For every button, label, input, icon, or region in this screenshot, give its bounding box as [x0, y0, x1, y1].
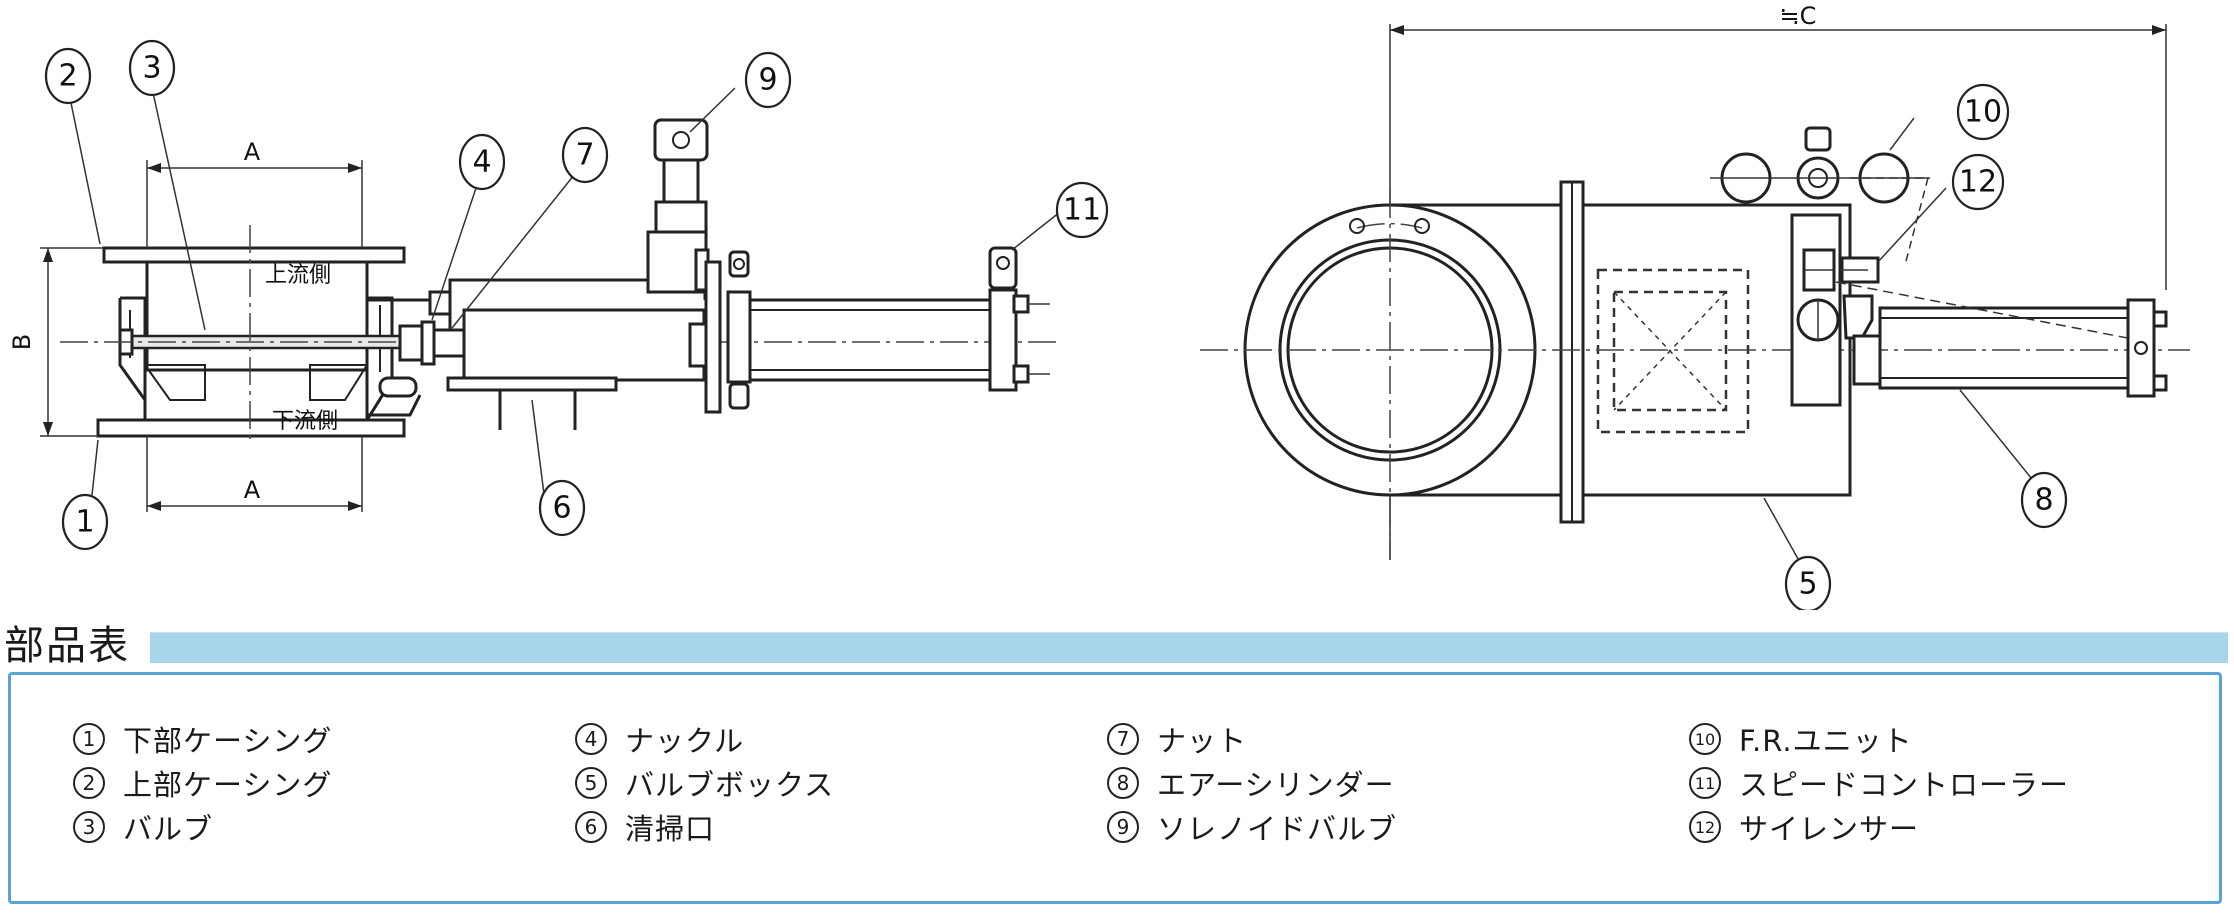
part-number: 4	[575, 723, 607, 755]
part-name: ナックル	[625, 724, 745, 758]
dimension-b: B	[8, 334, 36, 350]
part-name: サイレンサー	[1739, 812, 1920, 846]
part-name: 下部ケーシング	[123, 724, 333, 758]
svg-text:2: 2	[58, 59, 77, 94]
dimension-c: ≒C	[1780, 2, 1817, 30]
svg-text:10: 10	[1964, 95, 2002, 130]
part-name: バルブボックス	[625, 768, 835, 802]
callout-10: 10	[1956, 83, 2010, 141]
callout-1: 1	[61, 493, 109, 551]
part-item: 5 バルブボックス	[575, 761, 834, 805]
part-item: 8 エアーシリンダー	[1107, 761, 1397, 805]
title-accent-bar	[150, 632, 2228, 663]
part-number: 5	[575, 767, 607, 799]
parts-column-1: 1 下部ケーシング 2 上部ケーシング 3 バルブ	[73, 717, 332, 849]
svg-text:1: 1	[75, 505, 94, 540]
part-number: 2	[73, 767, 105, 799]
front-air-cylinder	[1878, 306, 2132, 390]
callout-3: 3	[128, 39, 176, 97]
svg-text:8: 8	[2034, 483, 2053, 518]
part-name: 清掃口	[625, 812, 716, 846]
cleaning-port	[446, 376, 618, 392]
knuckle	[398, 324, 424, 362]
callout-9: 9	[744, 51, 792, 109]
callout-5: 5	[1784, 555, 1832, 610]
part-name: 上部ケーシング	[123, 768, 333, 802]
part-name: ナット	[1157, 724, 1248, 758]
technical-drawing: A A B 上流側 下流側 ≒C	[8, 2, 2190, 610]
solenoid-block	[653, 118, 709, 162]
part-name: スピードコントローラー	[1739, 768, 2070, 802]
svg-text:11: 11	[1063, 193, 1101, 228]
part-item: 11 スピードコントローラー	[1689, 761, 2069, 805]
svg-text:9: 9	[758, 63, 777, 98]
parts-column-2: 4 ナックル 5 バルブボックス 6 清掃口	[575, 717, 834, 849]
callout-11: 11	[1055, 181, 1109, 239]
part-name: F.R.ユニット	[1739, 724, 1913, 758]
svg-text:5: 5	[1798, 567, 1817, 602]
side-view: A A B 上流側 下流側	[8, 87, 1061, 512]
part-item: 1 下部ケーシング	[73, 717, 332, 761]
front-view: ≒C	[1200, 2, 2190, 567]
part-item: 12 サイレンサー	[1689, 805, 2069, 849]
parts-table-title: 部品表	[4, 623, 130, 669]
part-number: 6	[575, 811, 607, 843]
inspection-window	[1596, 268, 1750, 434]
part-number: 7	[1107, 723, 1139, 755]
upstream-label: 上流側	[265, 263, 331, 288]
parts-column-4: 10 F.R.ユニット 11 スピードコントローラー 12 サイレンサー	[1689, 717, 2069, 849]
part-name: ソレノイドバルブ	[1157, 812, 1398, 846]
callout-2: 2	[44, 47, 92, 105]
part-item: 6 清掃口	[575, 805, 834, 849]
lower-flange	[96, 418, 406, 438]
dimension-a-bottom: A	[244, 476, 261, 504]
side-cylinder	[462, 308, 706, 382]
part-item: 7 ナット	[1107, 717, 1397, 761]
downstream-label: 下流側	[272, 409, 338, 434]
part-number: 3	[73, 811, 105, 843]
upper-flange	[102, 246, 406, 264]
callout-4: 4	[458, 133, 506, 191]
part-number: 12	[1689, 811, 1721, 843]
part-number: 1	[73, 723, 105, 755]
part-number: 11	[1689, 767, 1721, 799]
parts-table: 1 下部ケーシング 2 上部ケーシング 3 バルブ 4 ナックル 5 バルブボッ…	[8, 672, 2222, 904]
part-item: 4 ナックル	[575, 717, 834, 761]
part-name: エアーシリンダー	[1157, 768, 1395, 802]
dimension-a-top: A	[244, 138, 261, 166]
upper-casing-body	[145, 260, 369, 372]
front-end-cap	[2126, 298, 2156, 398]
part-number: 9	[1107, 811, 1139, 843]
nut	[432, 328, 466, 358]
side-air-cylinder	[748, 298, 992, 382]
parts-column-3: 7 ナット 8 エアーシリンダー 9 ソレノイドバルブ	[1107, 717, 1397, 849]
svg-text:7: 7	[575, 138, 594, 173]
svg-text:4: 4	[472, 145, 491, 180]
part-item: 2 上部ケーシング	[73, 761, 332, 805]
part-item: 10 F.R.ユニット	[1689, 717, 2069, 761]
callout-7: 7	[561, 126, 609, 184]
svg-text:12: 12	[1959, 165, 1997, 200]
callout-6: 6	[538, 479, 586, 537]
part-item: 9 ソレノイドバルブ	[1107, 805, 1397, 849]
part-number: 8	[1107, 767, 1139, 799]
part-item: 3 バルブ	[73, 805, 332, 849]
callout-12: 12	[1951, 153, 2005, 211]
end-cap	[988, 288, 1018, 392]
svg-text:3: 3	[142, 51, 161, 86]
part-number: 10	[1689, 723, 1721, 755]
callout-8: 8	[2020, 471, 2068, 529]
part-name: バルブ	[123, 812, 214, 846]
svg-text:6: 6	[552, 491, 571, 526]
